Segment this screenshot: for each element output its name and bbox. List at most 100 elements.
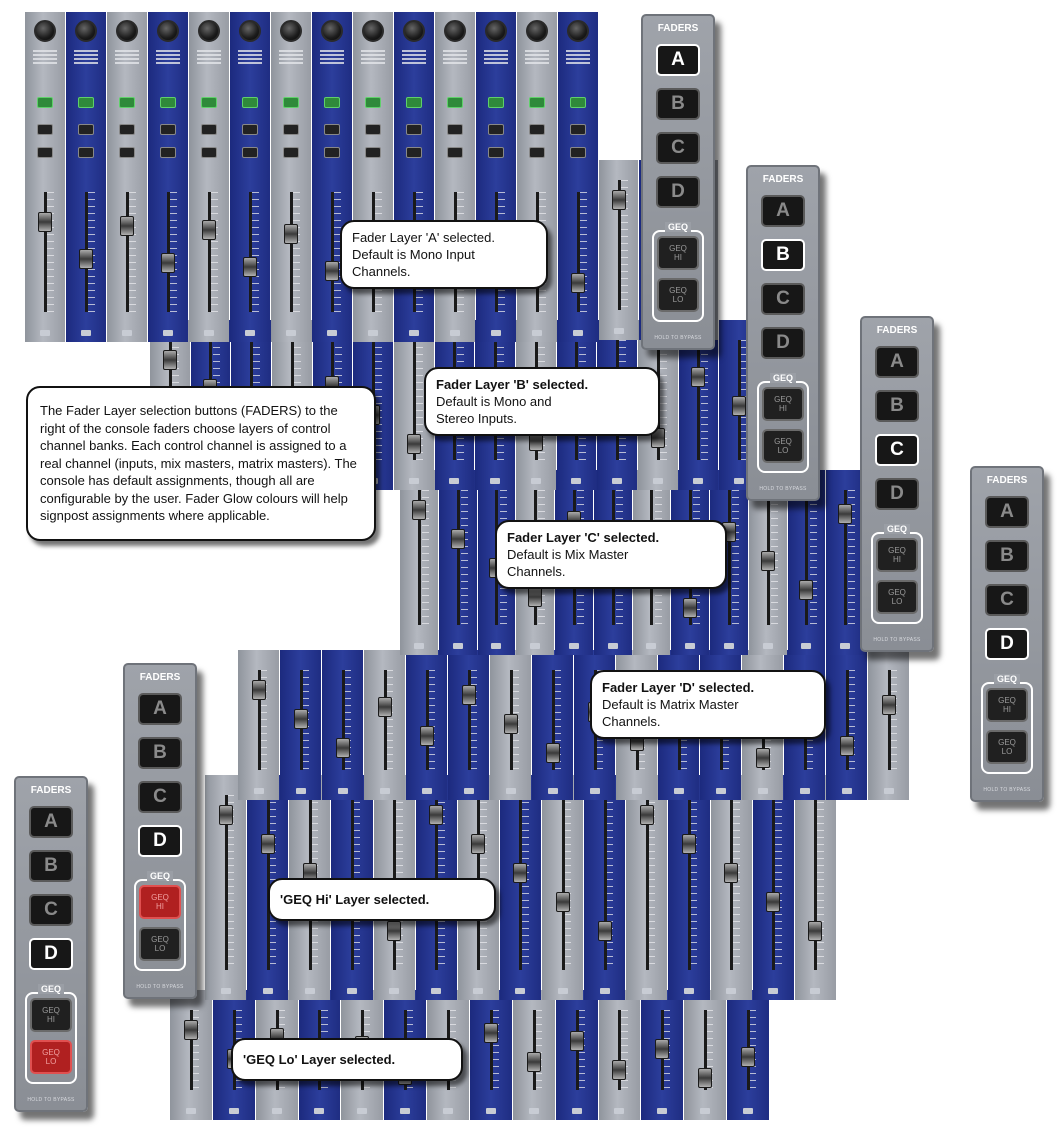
mute-button[interactable] xyxy=(37,124,53,135)
sel-button[interactable] xyxy=(78,97,94,108)
layer-button-c[interactable]: C xyxy=(761,283,805,315)
mute-button[interactable] xyxy=(242,124,258,135)
fader-cap[interactable] xyxy=(808,921,823,941)
mute-button[interactable] xyxy=(324,124,340,135)
fader-cap[interactable] xyxy=(611,190,626,210)
rotary-encoder-knob[interactable] xyxy=(280,20,302,42)
mute-button[interactable] xyxy=(406,124,422,135)
solo-button[interactable] xyxy=(283,147,299,158)
rotary-encoder-knob[interactable] xyxy=(444,20,466,42)
sel-button[interactable] xyxy=(37,97,53,108)
geq-hi-button[interactable]: GEQ HI xyxy=(762,387,804,421)
layer-button-c[interactable]: C xyxy=(875,434,919,466)
geq-hi-button[interactable]: GEQ HI xyxy=(657,236,699,270)
fader-cap[interactable] xyxy=(79,249,93,269)
geq-lo-button[interactable]: GEQ LO xyxy=(762,429,804,463)
fader-cap[interactable] xyxy=(161,253,175,273)
sel-button[interactable] xyxy=(119,97,135,108)
fader-cap[interactable] xyxy=(528,587,543,607)
solo-button[interactable] xyxy=(570,147,586,158)
fader-cap[interactable] xyxy=(251,680,266,700)
layer-button-a[interactable]: A xyxy=(29,806,73,838)
geq-hi-button[interactable]: GEQ HI xyxy=(876,538,918,572)
sel-button[interactable] xyxy=(160,97,176,108)
fader-cap[interactable] xyxy=(461,685,476,705)
rotary-encoder-knob[interactable] xyxy=(116,20,138,42)
mute-button[interactable] xyxy=(78,124,94,135)
fader-cap[interactable] xyxy=(612,1060,627,1080)
layer-button-b[interactable]: B xyxy=(138,737,182,769)
fader-cap[interactable] xyxy=(483,1023,498,1043)
fader-cap[interactable] xyxy=(571,273,585,293)
fader-cap[interactable] xyxy=(202,220,216,240)
fader-cap[interactable] xyxy=(691,367,706,387)
fader-cap[interactable] xyxy=(218,805,233,825)
layer-button-a[interactable]: A xyxy=(985,496,1029,528)
sel-button[interactable] xyxy=(406,97,422,108)
layer-button-d[interactable]: D xyxy=(29,938,73,970)
rotary-encoder-knob[interactable] xyxy=(75,20,97,42)
fader-cap[interactable] xyxy=(732,396,747,416)
fader-cap[interactable] xyxy=(724,863,739,883)
sel-button[interactable] xyxy=(242,97,258,108)
mute-button[interactable] xyxy=(201,124,217,135)
fader-cap[interactable] xyxy=(120,216,134,236)
fader-cap[interactable] xyxy=(38,212,52,232)
fader-cap[interactable] xyxy=(760,551,775,571)
layer-button-b[interactable]: B xyxy=(656,88,700,120)
layer-button-c[interactable]: C xyxy=(656,132,700,164)
fader-cap[interactable] xyxy=(655,1039,670,1059)
layer-button-d[interactable]: D xyxy=(985,628,1029,660)
solo-button[interactable] xyxy=(529,147,545,158)
sel-button[interactable] xyxy=(201,97,217,108)
solo-button[interactable] xyxy=(406,147,422,158)
layer-button-a[interactable]: A xyxy=(761,195,805,227)
mute-button[interactable] xyxy=(119,124,135,135)
sel-button[interactable] xyxy=(570,97,586,108)
mute-button[interactable] xyxy=(283,124,299,135)
rotary-encoder-knob[interactable] xyxy=(34,20,56,42)
layer-button-a[interactable]: A xyxy=(875,346,919,378)
solo-button[interactable] xyxy=(201,147,217,158)
mute-button[interactable] xyxy=(365,124,381,135)
geq-lo-button[interactable]: GEQ LO xyxy=(876,580,918,614)
geq-hi-button[interactable]: GEQ HI xyxy=(30,998,72,1032)
fader-cap[interactable] xyxy=(406,434,421,454)
fader-cap[interactable] xyxy=(471,834,486,854)
geq-hi-button[interactable]: GEQ HI xyxy=(139,885,181,919)
layer-button-b[interactable]: B xyxy=(875,390,919,422)
layer-button-d[interactable]: D xyxy=(138,825,182,857)
fader-cap[interactable] xyxy=(838,504,853,524)
fader-cap[interactable] xyxy=(411,500,426,520)
fader-cap[interactable] xyxy=(639,805,654,825)
layer-button-a[interactable]: A xyxy=(656,44,700,76)
fader-cap[interactable] xyxy=(569,1031,584,1051)
fader-cap[interactable] xyxy=(682,834,697,854)
mute-button[interactable] xyxy=(529,124,545,135)
fader-cap[interactable] xyxy=(881,695,896,715)
rotary-encoder-knob[interactable] xyxy=(198,20,220,42)
solo-button[interactable] xyxy=(160,147,176,158)
sel-button[interactable] xyxy=(283,97,299,108)
fader-cap[interactable] xyxy=(183,1020,198,1040)
fader-cap[interactable] xyxy=(377,697,392,717)
fader-cap[interactable] xyxy=(260,834,275,854)
sel-button[interactable] xyxy=(324,97,340,108)
geq-lo-button[interactable]: GEQ LO xyxy=(657,278,699,312)
fader-cap[interactable] xyxy=(839,736,854,756)
mute-button[interactable] xyxy=(570,124,586,135)
fader-cap[interactable] xyxy=(419,726,434,746)
rotary-encoder-knob[interactable] xyxy=(403,20,425,42)
geq-lo-button[interactable]: GEQ LO xyxy=(986,730,1028,764)
layer-button-d[interactable]: D xyxy=(761,327,805,359)
layer-button-d[interactable]: D xyxy=(875,478,919,510)
fader-cap[interactable] xyxy=(284,224,298,244)
fader-cap[interactable] xyxy=(597,921,612,941)
geq-hi-button[interactable]: GEQ HI xyxy=(986,688,1028,722)
sel-button[interactable] xyxy=(529,97,545,108)
mute-button[interactable] xyxy=(160,124,176,135)
geq-lo-button[interactable]: GEQ LO xyxy=(139,927,181,961)
layer-button-b[interactable]: B xyxy=(29,850,73,882)
mute-button[interactable] xyxy=(447,124,463,135)
fader-cap[interactable] xyxy=(513,863,528,883)
